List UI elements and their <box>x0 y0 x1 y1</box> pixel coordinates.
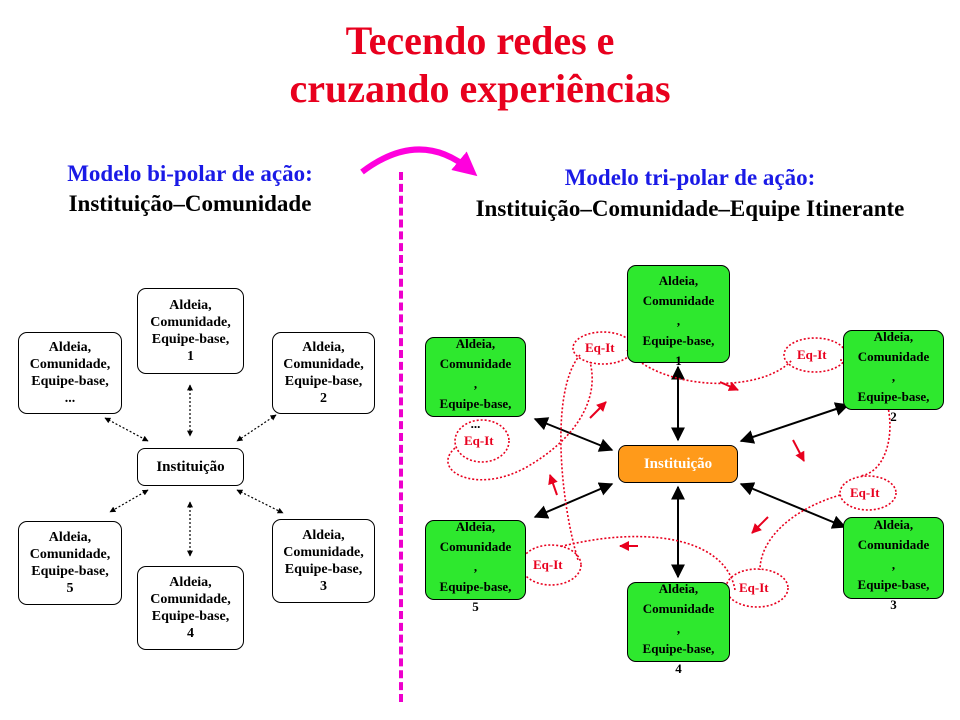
left-node-5: Aldeia, Comunidade, Equipe-base, 5 <box>18 521 122 605</box>
title-line-2: cruzando experiências <box>289 66 671 111</box>
right-connectors <box>533 365 850 579</box>
right-node-1: Aldeia, Comunidade , Equipe-base, 1 <box>627 265 730 368</box>
eq-it-label: Eq-It <box>850 485 880 500</box>
left-model-subheading: Instituição–Comunidade <box>68 191 312 216</box>
transition-arrow <box>360 146 478 177</box>
right-node-3: Aldeia, Comunidade , Equipe-base, 3 <box>843 517 944 612</box>
left-node-3: Aldeia, Comunidade, Equipe-base, 3 <box>272 519 375 603</box>
right-node-5: Aldeia, Comunidade , Equipe-base, 5 <box>425 519 526 614</box>
eq-it-label: Eq-It <box>797 347 827 362</box>
left-node-2: Aldeia, Comunidade, Equipe-base, 2 <box>272 332 375 414</box>
right-model-heading: Modelo tri-polar de ação: <box>564 165 816 190</box>
right-node-2: Aldeia, Comunidade , Equipe-base, 2 <box>843 329 944 424</box>
eq-it-label: Eq-It <box>739 580 769 595</box>
eq-it-label: Eq-It <box>585 340 615 355</box>
model-divider <box>399 172 403 702</box>
right-model-subheading: Instituição–Comunidade–Equipe Itinerante <box>475 196 905 221</box>
eq-it-label: Eq-It <box>464 433 494 448</box>
title-line-1: Tecendo redes e <box>345 18 615 63</box>
right-node-more: Aldeia, Comunidade , Equipe-base, ... <box>425 336 526 431</box>
left-node-more: Aldeia, Comunidade, Equipe-base, ... <box>18 332 122 414</box>
eq-it-direction-arrows <box>548 381 805 551</box>
left-model-heading: Modelo bi-polar de ação: <box>67 161 313 186</box>
left-node-4: Aldeia, Comunidade, Equipe-base, 4 <box>137 566 244 650</box>
left-node-1: Aldeia, Comunidade, Equipe-base, 1 <box>137 288 244 374</box>
eq-it-label: Eq-It <box>533 557 563 572</box>
left-connectors <box>104 384 284 557</box>
left-center-institution: Instituição <box>137 448 244 486</box>
right-node-4: Aldeia, Comunidade , Equipe-base, 4 <box>627 581 730 676</box>
right-center-institution: Instituição <box>618 445 738 483</box>
